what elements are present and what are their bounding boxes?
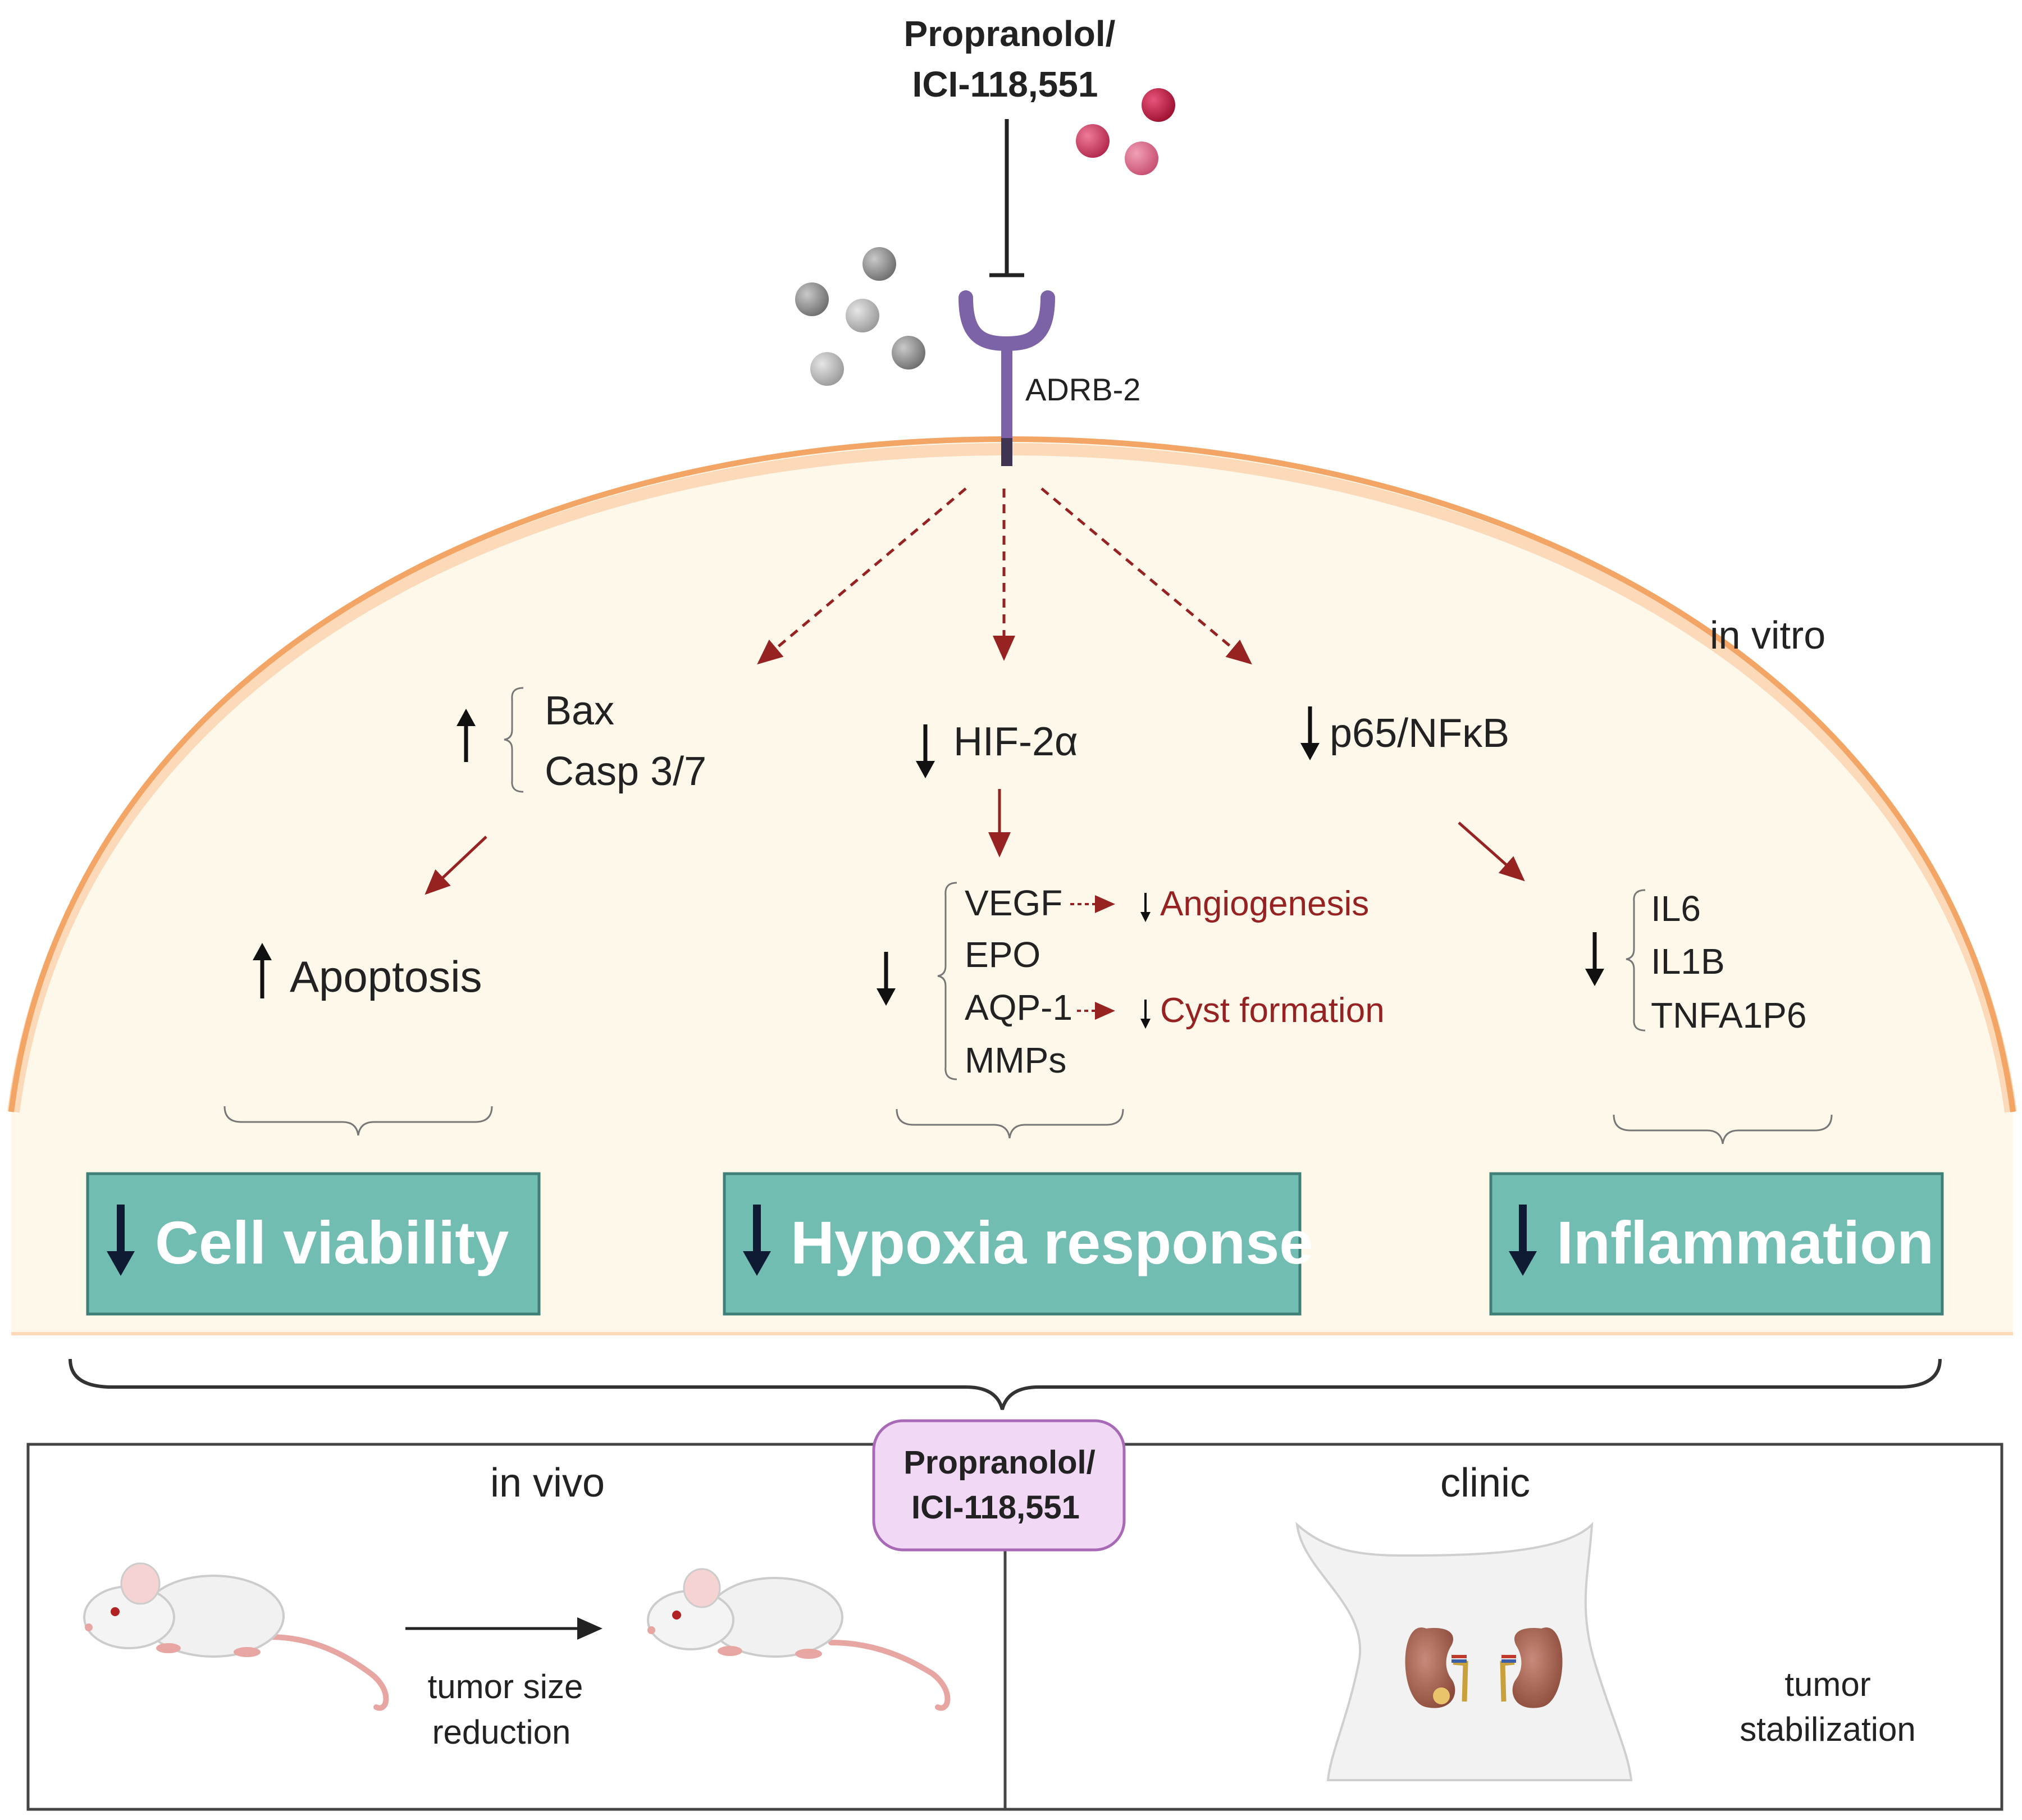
ligand-molecule — [810, 352, 844, 386]
drug-molecule — [1076, 124, 1110, 158]
down-arrow-icon — [1300, 706, 1320, 760]
hif-target: VEGF — [965, 883, 1062, 923]
ligand-molecule — [795, 282, 829, 316]
inhibition-arrow — [989, 119, 1024, 277]
in-vitro-label: in vitro — [1710, 613, 1825, 657]
apoptosis-marker: Bax — [545, 688, 614, 733]
inflammation-target: IL1B — [1651, 941, 1725, 982]
drug-line1: Propranolol/ — [903, 1444, 1096, 1481]
cell-body — [11, 438, 2013, 1334]
hif-target: AQP-1 — [965, 987, 1072, 1028]
in-vivo-note: tumor size — [428, 1668, 583, 1705]
outcome-label: Cell viability — [155, 1208, 509, 1276]
hif-target: MMPs — [965, 1040, 1066, 1080]
inflammation-branch: p65/NFκB IL6 IL1B TNFA1P6 — [1300, 706, 1833, 1144]
hypoxia-branch: HIF-2α VEGF EPO AQP-1 MMPs Angiogenesis … — [877, 719, 1385, 1139]
torso-kidneys-icon — [1295, 1521, 1633, 1781]
clinic-note: stabilization — [1740, 1710, 1916, 1748]
outcome-label: Inflammation — [1557, 1208, 1934, 1276]
outcome-brace — [1613, 1114, 1833, 1144]
cyst-formation-label: Cyst formation — [1160, 991, 1385, 1030]
up-arrow-icon — [457, 709, 476, 762]
hif-target: EPO — [965, 934, 1040, 975]
down-arrow-icon — [107, 1205, 135, 1276]
outcome-brace — [896, 1109, 1124, 1139]
down-arrow-icon — [1509, 1205, 1537, 1276]
outcome-cell-viability: Cell viability — [86, 1172, 541, 1316]
mouse-icon — [647, 1568, 951, 1711]
brace — [1626, 889, 1646, 1032]
in-vivo-note: reduction — [432, 1713, 571, 1751]
hif-label: HIF-2α — [953, 719, 1078, 764]
drug-line2: ICI-118,551 — [912, 64, 1098, 104]
clinic-note: tumor — [1784, 1666, 1870, 1703]
small-down-arrow-icon — [1140, 1000, 1151, 1029]
down-arrow-icon — [916, 724, 935, 778]
summary-brace — [69, 1358, 1942, 1410]
tumor-icon — [1433, 1687, 1450, 1704]
nfkb-label: p65/NFκB — [1330, 711, 1509, 756]
apoptosis-marker: Casp 3/7 — [545, 749, 706, 794]
inflammation-target: TNFA1P6 — [1651, 995, 1806, 1036]
down-arrow-icon — [743, 1205, 771, 1276]
receptor-label: ADRB-2 — [1025, 372, 1140, 407]
signal-arrow-right — [1040, 487, 1252, 665]
small-down-arrow-icon — [1140, 893, 1151, 922]
apoptosis-branch: Bax Casp 3/7 Apoptosis — [223, 687, 706, 1136]
outcome-hypoxia-response: Hypoxia response — [723, 1172, 1313, 1316]
up-arrow-icon — [253, 943, 272, 998]
branch-arrow — [1458, 822, 1525, 882]
drug-molecule — [1142, 88, 1175, 122]
brace — [937, 882, 957, 1080]
ligand-molecule — [862, 247, 896, 281]
drug-label-top: Propranolol/ ICI-118,551 — [904, 13, 1116, 104]
signal-arrow-left — [757, 487, 967, 665]
drug-line1: Propranolol/ — [904, 13, 1116, 54]
adrb2-receptor — [958, 290, 1055, 466]
ligand-molecule — [892, 336, 925, 370]
angiogenesis-label: Angiogenesis — [1160, 884, 1369, 923]
brace — [504, 687, 524, 793]
outcome-inflammation: Inflammation — [1489, 1172, 1944, 1316]
drug-molecule — [1125, 142, 1158, 175]
drug-label-bottom: Propranolol/ ICI-118,551 — [872, 1419, 1126, 1552]
inflammation-target: IL6 — [1651, 888, 1701, 929]
ligand-molecule — [846, 299, 879, 332]
drug-line2: ICI-118,551 — [911, 1489, 1080, 1526]
clinic-title: clinic — [1440, 1461, 1530, 1506]
apoptosis-label: Apoptosis — [290, 952, 482, 1001]
mouse-icon — [83, 1562, 389, 1711]
down-arrow-icon — [1585, 932, 1604, 986]
branch-arrow — [425, 836, 487, 895]
outcome-brace — [223, 1106, 493, 1136]
down-arrow-icon — [877, 952, 896, 1006]
outcome-label: Hypoxia response — [791, 1208, 1313, 1276]
in-vivo-title: in vivo — [490, 1461, 605, 1506]
